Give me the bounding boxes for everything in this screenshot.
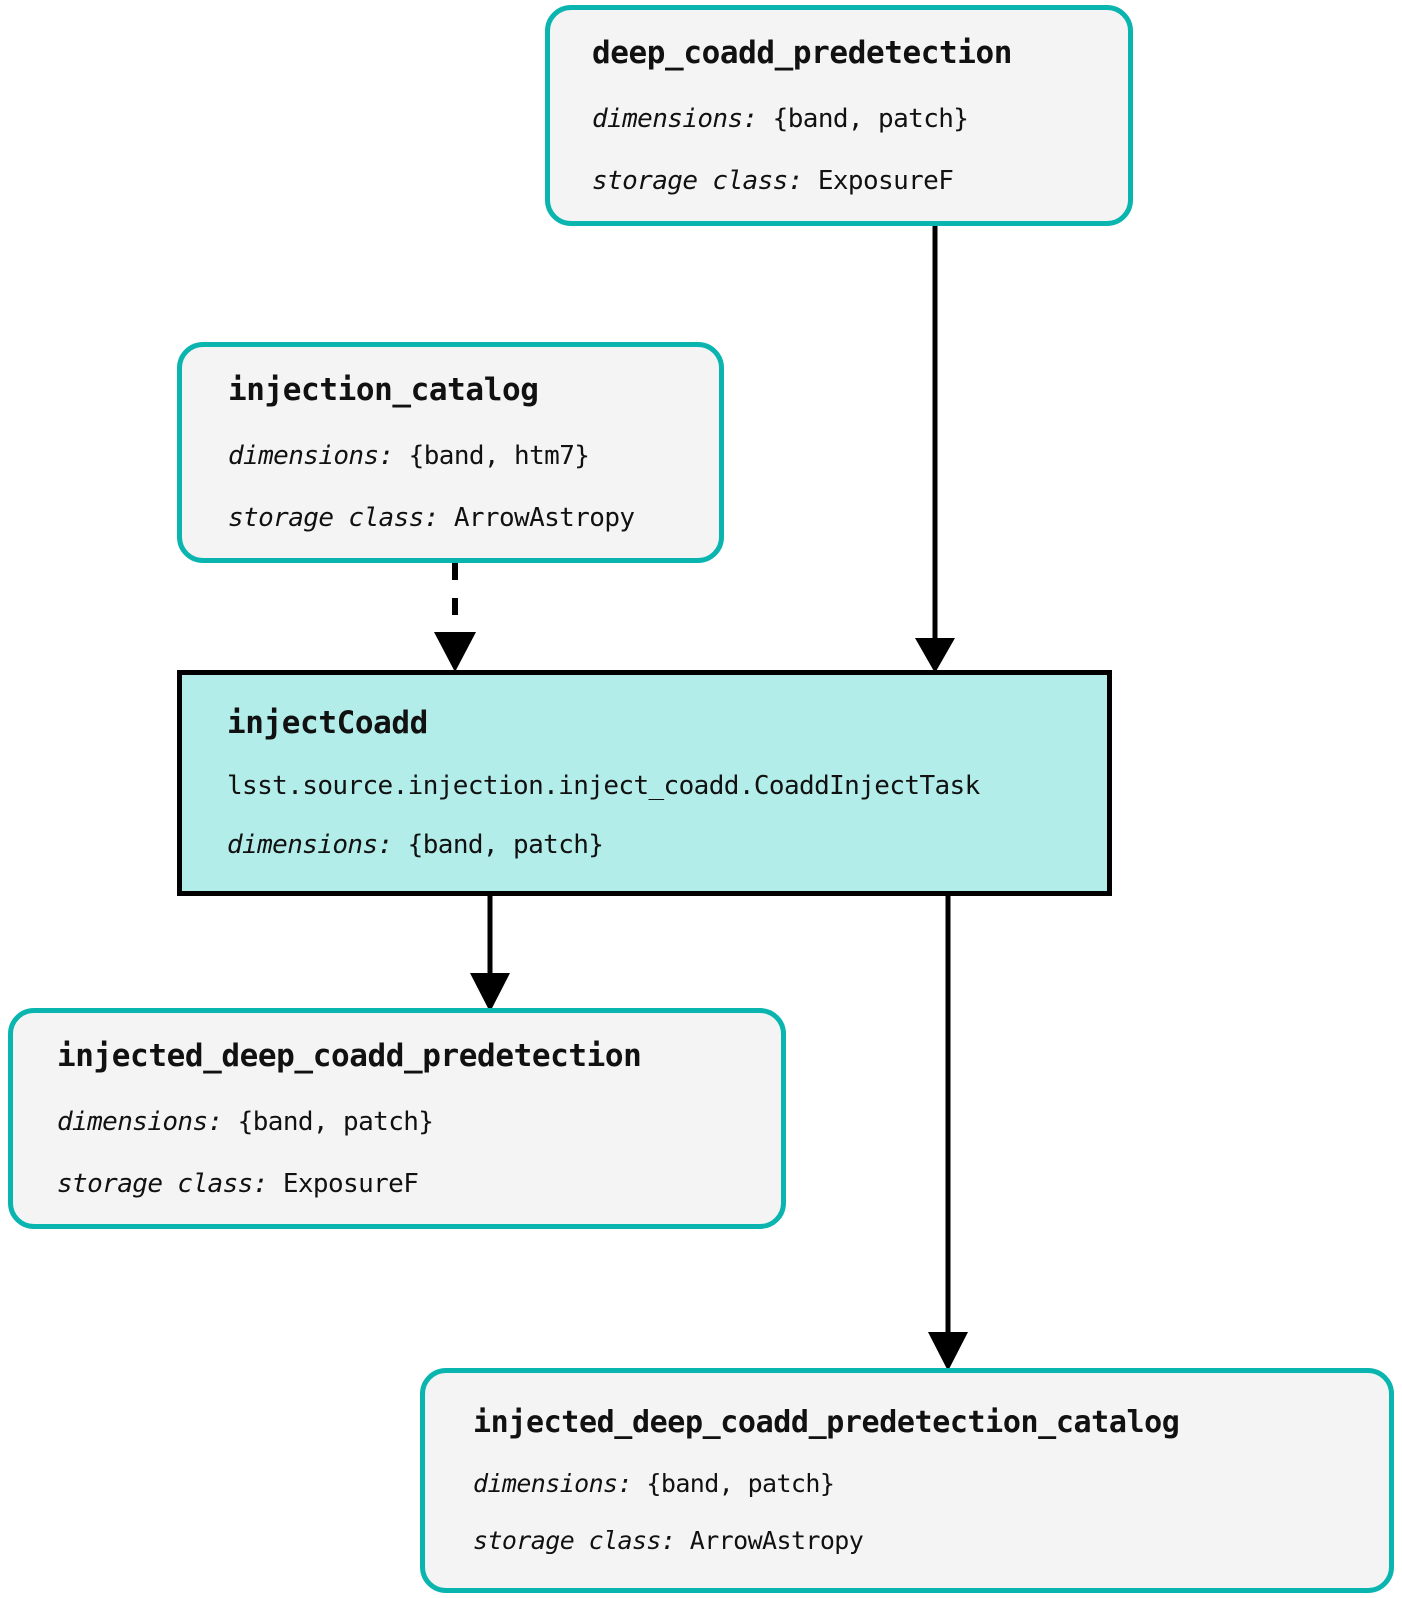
node-title: deep_coadd_predetection: [592, 34, 1013, 71]
node-title: injection_catalog: [228, 371, 539, 408]
node-dimensions-line: dimensions: {band, patch}: [473, 1471, 1389, 1496]
node-storage-line: storage class: ExposureF: [592, 168, 1128, 194]
storage-class-label: storage class:: [228, 502, 439, 533]
dimensions-label: dimensions:: [473, 1469, 633, 1498]
dimensions-value: {band, htm7}: [408, 440, 590, 471]
node-content: injected_deep_coadd_predetection dimensi…: [13, 1013, 781, 1224]
storage-class-value: ExposureF: [817, 165, 954, 196]
node-task-class: lsst.source.injection.inject_coadd.Coadd…: [227, 771, 980, 801]
dimensions-value: {band, patch}: [407, 830, 604, 860]
node-title: injected_deep_coadd_predetection_catalog: [473, 1405, 1180, 1440]
task-node-injectcoadd[interactable]: injectCoadd lsst.source.injection.inject…: [177, 670, 1112, 896]
storage-class-label: storage class:: [57, 1168, 268, 1199]
node-dimensions-line: dimensions: {band, patch}: [592, 106, 1128, 132]
dimensions-label: dimensions:: [592, 103, 758, 134]
node-dimensions-line: dimensions: {band, patch}: [227, 832, 1107, 858]
storage-class-value: ArrowAstropy: [453, 502, 635, 533]
node-content: injection_catalog dimensions: {band, htm…: [182, 347, 719, 558]
dataset-node-injected-deep-coadd-predetection-catalog[interactable]: injected_deep_coadd_predetection_catalog…: [420, 1368, 1394, 1593]
dimensions-label: dimensions:: [228, 440, 394, 471]
dimensions-label: dimensions:: [227, 830, 393, 860]
dimensions-value: {band, patch}: [646, 1469, 835, 1498]
node-title: injected_deep_coadd_predetection: [57, 1037, 642, 1074]
node-content: injected_deep_coadd_predetection_catalog…: [425, 1373, 1389, 1588]
dataset-node-injected-deep-coadd-predetection[interactable]: injected_deep_coadd_predetection dimensi…: [8, 1008, 786, 1229]
edge-injectcoadd-to-injected-deep-coadd-predetection-catalog: [928, 896, 968, 1371]
dataset-node-injection-catalog[interactable]: injection_catalog dimensions: {band, htm…: [177, 342, 724, 563]
node-dimensions-line: dimensions: {band, patch}: [57, 1109, 781, 1135]
dimensions-value: {band, patch}: [237, 1106, 434, 1137]
node-dimensions-line: dimensions: {band, htm7}: [228, 443, 719, 469]
dimensions-label: dimensions:: [57, 1106, 223, 1137]
edge-deep-coadd-predetection-to-injectcoadd: [915, 226, 955, 673]
node-content: injectCoadd lsst.source.injection.inject…: [182, 675, 1107, 891]
dataset-node-deep-coadd-predetection[interactable]: deep_coadd_predetection dimensions: {ban…: [545, 5, 1133, 226]
node-storage-line: storage class: ExposureF: [57, 1171, 781, 1197]
dimensions-value: {band, patch}: [772, 103, 969, 134]
storage-class-label: storage class:: [473, 1526, 676, 1555]
node-content: deep_coadd_predetection dimensions: {ban…: [550, 10, 1128, 221]
edge-injectcoadd-to-injected-deep-coadd-predetection: [470, 896, 510, 1012]
storage-class-label: storage class:: [592, 165, 803, 196]
node-title: injectCoadd: [227, 705, 428, 741]
node-storage-line: storage class: ArrowAstropy: [228, 505, 719, 531]
edge-injection-catalog-to-injectcoadd: [434, 563, 476, 672]
storage-class-value: ArrowAstropy: [689, 1526, 864, 1555]
storage-class-value: ExposureF: [282, 1168, 419, 1199]
node-storage-line: storage class: ArrowAstropy: [473, 1528, 1389, 1553]
